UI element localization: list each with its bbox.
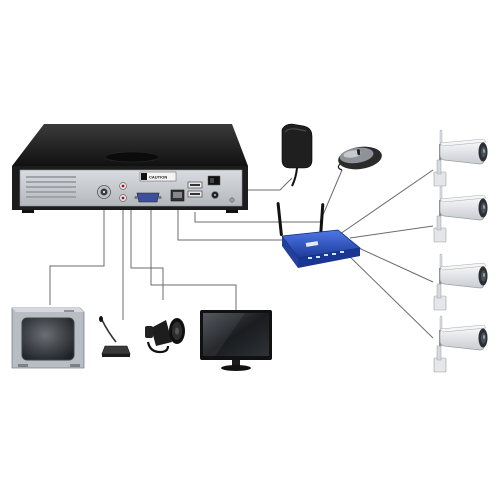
vent-slots xyxy=(26,176,76,198)
wire-router-camera-3 xyxy=(349,243,434,283)
ground-screw xyxy=(229,197,235,203)
power-adapter-icon xyxy=(281,123,313,187)
horn-speaker-icon xyxy=(145,318,185,354)
caution-label-text: CAUTION xyxy=(149,175,167,180)
nvr-foot-left xyxy=(22,210,34,213)
crt-monitor-icon xyxy=(11,307,85,369)
microphone-icon xyxy=(99,316,131,357)
power-switch xyxy=(207,175,221,186)
bnc-video-port xyxy=(97,185,111,199)
ip-camera-3 xyxy=(433,253,488,311)
power-jack xyxy=(211,191,219,199)
audio-out-port xyxy=(119,194,127,202)
wire-router-camera-1 xyxy=(339,169,434,235)
nvr-recorder: CAUTION xyxy=(12,124,248,213)
wireless-router-icon xyxy=(276,202,361,268)
vga-port xyxy=(134,192,162,203)
usb-ports xyxy=(187,181,203,198)
wire-nvr-speaker xyxy=(130,196,164,300)
wire-nvr-crt-monitor xyxy=(49,205,105,305)
wire-nvr-mouse xyxy=(194,169,343,223)
ip-camera-1 xyxy=(433,129,488,187)
caution-label: CAUTION xyxy=(139,171,177,182)
lcd-monitor-icon xyxy=(200,310,272,371)
wire-nvr-router xyxy=(177,202,284,241)
lan-port xyxy=(170,189,185,202)
ip-camera-2 xyxy=(433,185,488,243)
audio-in-port xyxy=(119,182,127,190)
wire-nvr-lcd-monitor xyxy=(150,205,237,310)
router-status-lights xyxy=(308,251,344,259)
mouse-icon xyxy=(337,146,382,171)
ip-camera-4 xyxy=(433,315,488,373)
nvr-foot-right xyxy=(226,210,238,213)
wire-router-camera-4 xyxy=(344,251,434,339)
wire-router-camera-2 xyxy=(349,225,434,239)
